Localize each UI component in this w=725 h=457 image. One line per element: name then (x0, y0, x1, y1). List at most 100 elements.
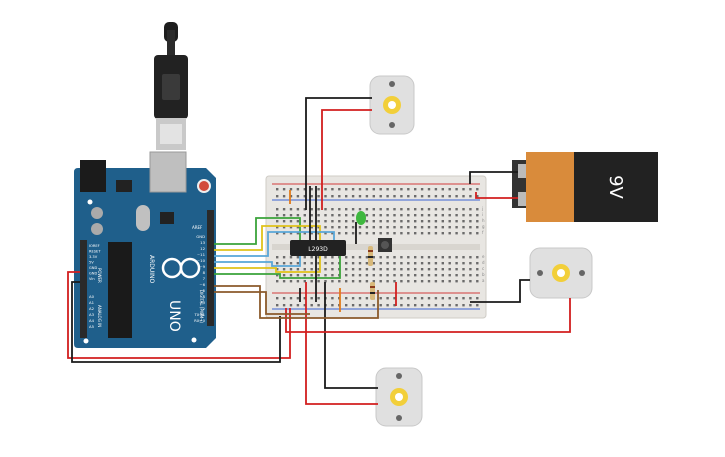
breadboard-hole (393, 274, 396, 277)
breadboard-hole (462, 214, 465, 217)
breadboard-hole (303, 214, 306, 217)
breadboard-hole (441, 220, 444, 223)
breadboard-hole (317, 226, 320, 229)
breadboard-hole (310, 268, 313, 271)
breadboard-rail-hole (303, 297, 306, 300)
breadboard-hole (414, 220, 417, 223)
breadboard-rail-hole (448, 304, 451, 307)
breadboard-rail-hole (351, 188, 355, 191)
breadboard-rail-hole (476, 195, 479, 198)
wire-blue (214, 256, 301, 267)
breadboard-rail-hole (400, 195, 403, 198)
breadboard-hole (448, 274, 451, 277)
breadboard-hole (427, 220, 431, 223)
digital-pin-label: ~5 (199, 288, 205, 293)
breadboard-hole (276, 268, 279, 271)
breadboard-rail-hole (476, 188, 479, 191)
breadboard-hole (455, 280, 458, 283)
l293d-chip: L293D (290, 240, 346, 256)
breadboard-hole (276, 208, 279, 211)
breadboard-rail-hole (441, 304, 444, 307)
breadboard-hole (296, 214, 300, 217)
breadboard-rail-hole (296, 188, 300, 191)
breadboard-rail-hole (386, 304, 389, 307)
breadboard-hole (469, 220, 472, 223)
breadboard-hole (427, 208, 431, 211)
breadboard-hole (469, 208, 472, 211)
breadboard-hole (282, 280, 286, 283)
breadboard-hole (351, 232, 355, 235)
breadboard-hole (434, 226, 438, 229)
breadboard-rail-hole (420, 195, 424, 198)
breadboard-rail-hole (351, 297, 355, 300)
breadboard-rail-hole (427, 188, 431, 191)
breadboard-hole (303, 220, 306, 223)
wire-green (214, 256, 341, 279)
breadboard-hole (427, 256, 431, 259)
breadboard-hole (351, 268, 355, 271)
power-pin-label: GND (89, 266, 97, 270)
breadboard-hole (393, 262, 396, 265)
breadboard-row-letter: j (481, 206, 483, 211)
dc-motor-top (369, 75, 415, 135)
breadboard-hole (310, 208, 313, 211)
breadboard-hole (448, 232, 451, 235)
breadboard-hole (476, 208, 479, 211)
breadboard-rail-hole (296, 195, 300, 198)
breadboard-hole (310, 280, 313, 283)
breadboard-hole (338, 220, 341, 223)
breadboard-rail-hole (372, 195, 375, 198)
breadboard-hole (448, 280, 451, 283)
breadboard-rail-hole (407, 304, 410, 307)
breadboard-hole (441, 214, 444, 217)
wire-yellow (214, 225, 321, 251)
breadboard-rail-hole (331, 297, 334, 300)
usb-cable (154, 22, 188, 150)
analog-pin-label: A0 (89, 294, 95, 299)
breadboard-hole (324, 274, 327, 277)
analog-pin-label: A2 (89, 306, 95, 311)
breadboard-rail-hole (448, 195, 451, 198)
breadboard-hole (455, 220, 458, 223)
breadboard-rail-hole (414, 188, 417, 191)
breadboard-hole (469, 256, 472, 259)
breadboard-hole (317, 208, 320, 211)
breadboard-hole (379, 220, 382, 223)
breadboard-hole (441, 274, 444, 277)
breadboard-hole (372, 232, 375, 235)
breadboard-hole (476, 262, 479, 265)
breadboard-hole (324, 220, 327, 223)
breadboard-hole (379, 214, 382, 217)
breadboard-hole (407, 256, 410, 259)
breadboard-hole (448, 208, 451, 211)
breadboard-hole (296, 274, 300, 277)
breadboard-hole (407, 232, 410, 235)
breadboard-hole (455, 268, 458, 271)
breadboard-hole (282, 232, 286, 235)
breadboard-hole (331, 232, 334, 235)
breadboard-rail-hole (469, 297, 472, 300)
breadboard-hole (345, 274, 348, 277)
breadboard-rail-hole (469, 304, 472, 307)
breadboard-rail-hole (414, 297, 417, 300)
wire-red (67, 271, 291, 359)
breadboard-rail-hole (317, 188, 320, 191)
breadboard-hole (289, 214, 293, 217)
breadboard-rail-hole (393, 297, 396, 300)
breadboard-hole (289, 232, 293, 235)
breadboard-hole (400, 268, 403, 271)
breadboard-hole (441, 232, 444, 235)
breadboard-rail-hole (386, 297, 389, 300)
breadboard-rail-hole (365, 297, 369, 300)
resistor (370, 282, 375, 300)
breadboard-hole (407, 262, 410, 265)
breadboard-hole (282, 268, 286, 271)
breadboard-hole (455, 232, 458, 235)
breadboard-hole (296, 268, 300, 271)
breadboard-hole (289, 220, 293, 223)
breadboard-hole (345, 208, 348, 211)
breadboard-row-letter: c (482, 266, 484, 271)
breadboard-rail-hole (358, 195, 362, 198)
breadboard-hole (393, 268, 396, 271)
